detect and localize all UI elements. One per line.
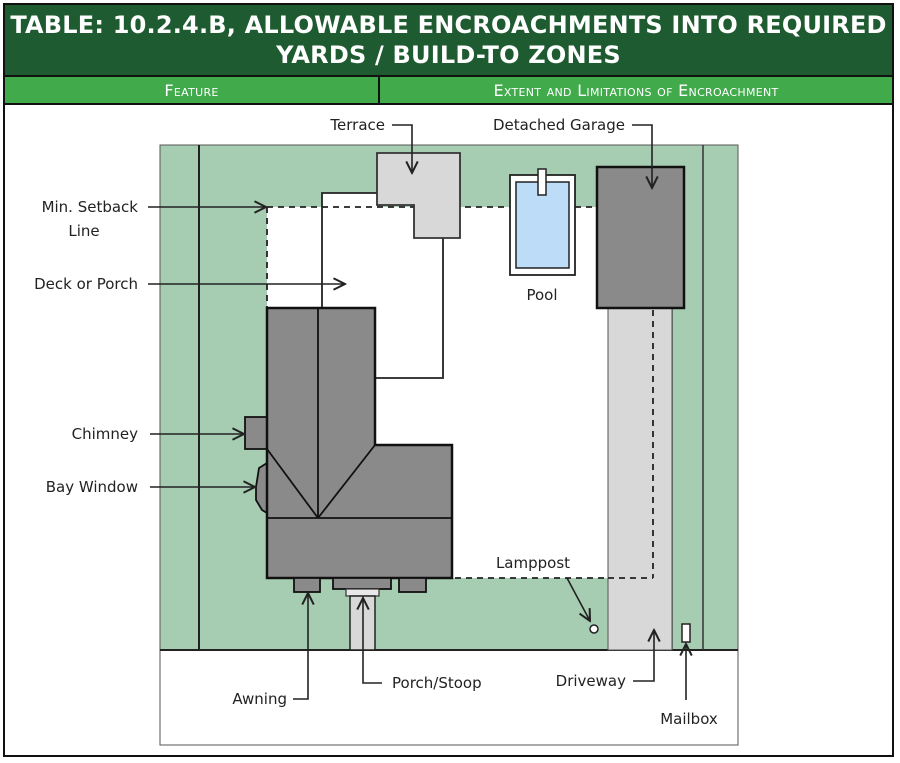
detached-garage [595,165,686,310]
label-bay-window: Bay Window [46,478,138,496]
pool-water [515,181,570,269]
label-porch-stoop: Porch/Stoop [392,674,482,692]
label-chimney: Chimney [72,425,138,443]
label-detached-garage: Detached Garage [493,116,625,134]
porch-stoop-leader [363,598,382,684]
terrace [376,152,461,239]
stoop-cap [345,588,380,597]
column-header-extent: Extent and Limitations of Encroachment [493,80,779,100]
driveway-leader [633,630,654,682]
house-hip-right [317,444,376,519]
label-terrace: Terrace [329,116,385,134]
label-driveway: Driveway [556,672,626,690]
porch-roof [332,577,392,590]
deck-outline-right [375,238,444,379]
lamppost [589,624,599,634]
label-pool: Pool [526,286,557,304]
label-setback-line-2: Line [68,222,99,240]
awning-left [293,577,321,593]
label-deck-or-porch: Deck or Porch [34,275,138,293]
deck-area [322,193,377,209]
column-header-feature: Feature [5,77,380,103]
table-header-row: Feature Extent and Limitations of Encroa… [5,77,892,105]
label-awning: Awning [232,690,287,708]
terrace-leader [392,124,412,173]
awning-right [398,577,427,593]
mailbox [681,623,691,643]
awning-leader [293,593,308,700]
pool-diving-board [537,168,547,196]
table-title-line-1: TABLE: 10.2.4.B, ALLOWABLE ENCROACHMENTS… [10,11,887,39]
deck-outline [321,192,377,308]
table-title: TABLE: 10.2.4.B, ALLOWABLE ENCROACHMENTS… [5,5,892,77]
lamppost-leader [566,577,590,621]
table-title-line-2: YARDS / BUILD-TO ZONES [276,41,621,69]
house-hip-left [266,448,319,519]
driveway [607,307,673,651]
label-mailbox: Mailbox [660,710,718,728]
buildable-area [267,207,608,578]
label-setback-line-1: Min. Setback [42,198,139,216]
label-lamppost: Lamppost [496,554,570,572]
garage-leader [632,124,652,188]
chimney [244,416,269,450]
